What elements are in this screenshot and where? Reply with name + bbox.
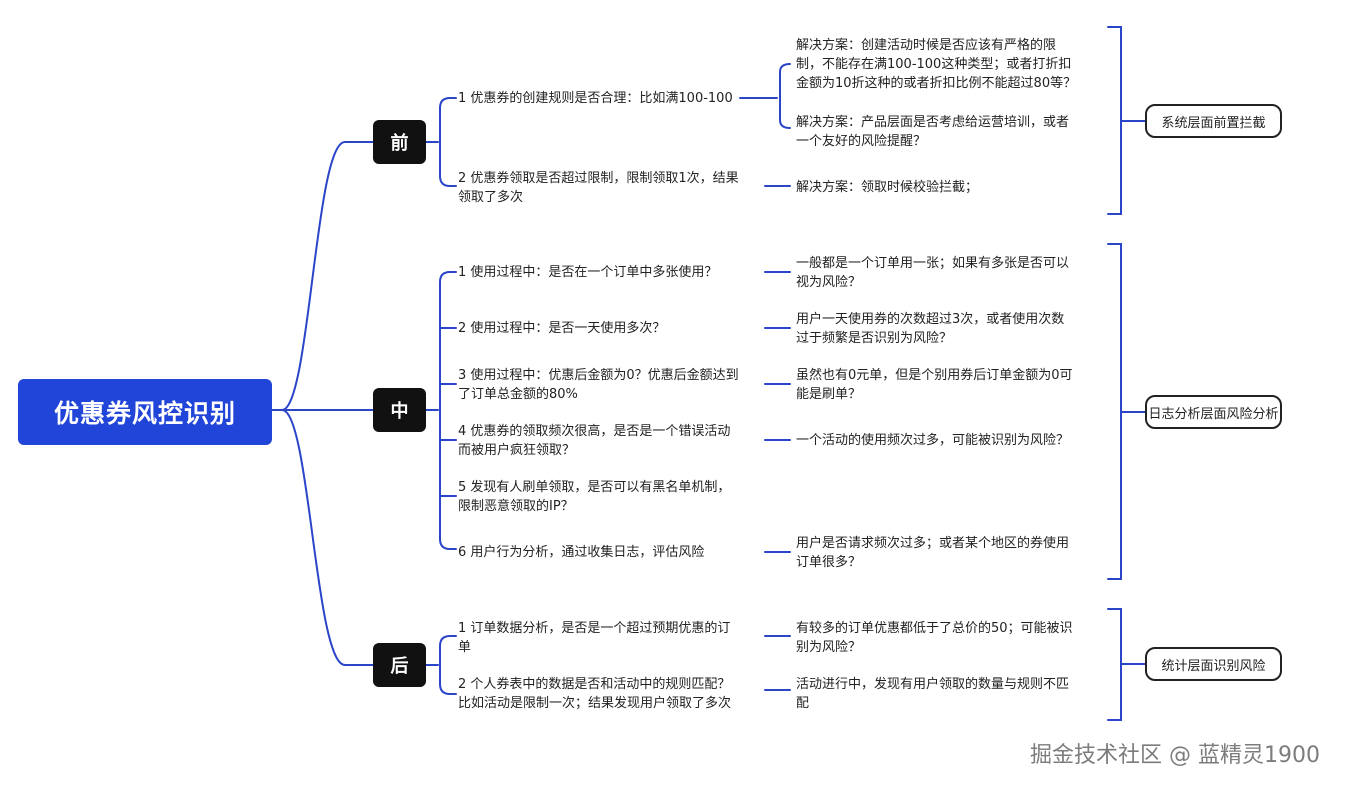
before-item-2-line2: 领取了多次 [458, 190, 524, 205]
connector-root-after [271, 409, 374, 666]
during-note-2[interactable]: 用户一天使用券的次数超过3次，或者使用次数 过于频繁是否识别为风险？ [796, 310, 1064, 348]
during-item-1-line1: 1 使用过程中：是否在一个订单中多张使用？ [458, 265, 718, 280]
after-item-1-line2: 单 [458, 640, 472, 655]
phase-before-node[interactable]: 前 [373, 120, 426, 164]
layer-log-analysis[interactable]: 日志分析层面风险分析 [1145, 395, 1282, 429]
connector-root-before [271, 141, 374, 411]
before-item-2[interactable]: 2 优惠券领取是否超过限制，限制领取1次，结果 领取了多次 [458, 169, 739, 207]
root-topic-node[interactable]: 优惠券风控识别 [18, 379, 272, 445]
before-solution-2-line1: 解决方案：产品层面是否考虑给运营培训，或者 [796, 115, 1070, 130]
during-note-1[interactable]: 一般都是一个订单用一张；如果有多张是否可以 视为风险？ [796, 254, 1069, 292]
during-note-4[interactable]: 一个活动的使用频次过多，可能被识别为风险？ [796, 431, 1069, 450]
during-note-4-line1: 一个活动的使用频次过多，可能被识别为风险？ [796, 433, 1070, 448]
during-item-3-line1: 3 使用过程中：优惠后金额为0？优惠后金额达到 [458, 368, 739, 383]
layer-system-interception[interactable]: 系统层面前置拦截 [1145, 104, 1282, 138]
bracket-during-layer [1107, 243, 1146, 580]
during-item-2[interactable]: 2 使用过程中：是否一天使用多次？ [458, 319, 665, 338]
before-item-1-line1: 1 优惠券的创建规则是否合理：比如满100-100 [458, 91, 733, 106]
before-solution-1-line3: 金额为10折这种的或者折扣比例不能超过80等？ [796, 76, 1077, 91]
during-item-5[interactable]: 5 发现有人刷单领取，是否可以有黑名单机制， 限制恶意领取的IP？ [458, 478, 730, 516]
phase-during-node[interactable]: 中 [373, 388, 426, 432]
after-item-2[interactable]: 2 个人券表中的数据是否和活动中的规则匹配？ 比如活动是限制一次；结果发现用户领… [458, 675, 731, 713]
before-item-2-line1: 2 优惠券领取是否超过限制，限制领取1次，结果 [458, 171, 739, 186]
after-note-2[interactable]: 活动进行中，发现有用户领取的数量与规则不匹 配 [796, 675, 1069, 713]
during-note-3-line2: 能是刷单？ [796, 387, 862, 402]
after-item-1[interactable]: 1 订单数据分析，是否是一个超过预期优惠的订 单 [458, 619, 730, 657]
during-note-2-line2: 过于频繁是否识别为风险？ [796, 331, 953, 346]
after-note-2-line2: 配 [796, 696, 810, 711]
phase-after-node[interactable]: 后 [373, 643, 426, 687]
during-note-3[interactable]: 虽然也有0元单，但是个别用券后订单金额为0可 能是刷单？ [796, 366, 1073, 404]
after-item-1-line1: 1 订单数据分析，是否是一个超过预期优惠的订 [458, 621, 731, 636]
during-item-2-line1: 2 使用过程中：是否一天使用多次？ [458, 321, 666, 336]
bracket-after-layer [1107, 608, 1146, 721]
before-solution-1-line1: 解决方案：创建活动时候是否应该有严格的限 [796, 38, 1057, 53]
after-note-1[interactable]: 有较多的订单优惠都低于了总价的50；可能被识 别为风险？ [796, 619, 1073, 657]
after-note-1-line2: 别为风险？ [796, 640, 862, 655]
watermark-text: 掘金技术社区 @ 蓝精灵1900 [1030, 743, 1320, 768]
after-item-2-line2: 比如活动是限制一次；结果发现用户领取了多次 [458, 696, 732, 711]
during-note-5-line2: 订单很多？ [796, 555, 862, 570]
during-item-5-line2: 限制恶意领取的IP？ [458, 499, 574, 514]
before-solution-1-line2: 制，不能存在满100-100这种类型；或者打折扣 [796, 57, 1072, 72]
before-solution-1[interactable]: 解决方案：创建活动时候是否应该有严格的限 制，不能存在满100-100这种类型；… [796, 36, 1076, 93]
connector-during-bracket [425, 271, 457, 550]
layer-statistics[interactable]: 统计层面识别风险 [1145, 647, 1282, 681]
after-note-1-line1: 有较多的订单优惠都低于了总价的50；可能被识 [796, 621, 1073, 636]
before-solution-2[interactable]: 解决方案：产品层面是否考虑给运营培训，或者 一个友好的风险提醒？ [796, 113, 1069, 151]
during-item-6[interactable]: 6 用户行为分析，通过收集日志，评估风险 [458, 543, 704, 562]
during-item-6-line1: 6 用户行为分析，通过收集日志，评估风险 [458, 545, 705, 560]
before-solution-2-line2: 一个友好的风险提醒？ [796, 134, 927, 149]
before-item-1[interactable]: 1 优惠券的创建规则是否合理：比如满100-100 [458, 89, 733, 108]
during-item-1[interactable]: 1 使用过程中：是否在一个订单中多张使用？ [458, 263, 717, 282]
during-item-5-line1: 5 发现有人刷单领取，是否可以有黑名单机制， [458, 480, 731, 495]
during-note-1-line2: 视为风险？ [796, 275, 862, 290]
during-item-4-line2: 而被用户疯狂领取？ [458, 443, 576, 458]
before-solution-3-line1: 解决方案：领取时候校验拦截； [796, 180, 979, 195]
connector-after-bracket [425, 635, 457, 695]
during-item-3-line2: 了订单总金额的80% [458, 387, 578, 402]
during-note-5[interactable]: 用户是否请求频次过多；或者某个地区的券使用 订单很多？ [796, 534, 1069, 572]
during-note-2-line1: 用户一天使用券的次数超过3次，或者使用次数 [796, 312, 1065, 327]
during-item-4[interactable]: 4 优惠券的领取频次很高，是否是一个错误活动 而被用户疯狂领取？ [458, 422, 730, 460]
during-note-3-line1: 虽然也有0元单，但是个别用券后订单金额为0可 [796, 368, 1073, 383]
before-solution-3[interactable]: 解决方案：领取时候校验拦截； [796, 178, 978, 197]
connector-before-bracket [425, 97, 457, 187]
during-note-1-line1: 一般都是一个订单用一张；如果有多张是否可以 [796, 256, 1070, 271]
during-note-5-line1: 用户是否请求频次过多；或者某个地区的券使用 [796, 536, 1070, 551]
after-item-2-line1: 2 个人券表中的数据是否和活动中的规则匹配？ [458, 677, 731, 692]
during-item-4-line1: 4 优惠券的领取频次很高，是否是一个错误活动 [458, 424, 731, 439]
connector-before-sol-bracket [764, 63, 791, 129]
during-item-3[interactable]: 3 使用过程中：优惠后金额为0？优惠后金额达到 了订单总金额的80% [458, 366, 739, 404]
after-note-2-line1: 活动进行中，发现有用户领取的数量与规则不匹 [796, 677, 1070, 692]
bracket-before-layer [1107, 26, 1146, 215]
